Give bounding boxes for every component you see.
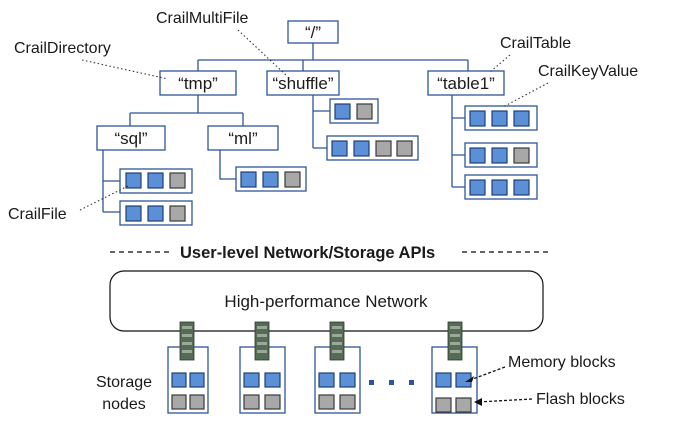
dir-node-table1: “table1” bbox=[427, 70, 505, 96]
keyvalue-container bbox=[464, 142, 538, 168]
dir-node-sql: “sql” bbox=[96, 125, 166, 151]
flash-block bbox=[513, 147, 530, 164]
memory-blocks-label: Memory blocks bbox=[508, 354, 616, 371]
memory-blocks-pointer bbox=[469, 366, 506, 381]
flash-block bbox=[375, 140, 392, 157]
flash-block bbox=[455, 397, 472, 413]
flash-blocks-label: Flash blocks bbox=[536, 391, 625, 408]
dir-node-shuffle: “shuffle” bbox=[266, 70, 340, 96]
network-box bbox=[109, 270, 544, 332]
flash-block bbox=[171, 394, 187, 410]
flash-block bbox=[169, 172, 186, 189]
memory-block bbox=[469, 179, 486, 196]
flash-block bbox=[169, 205, 186, 222]
crail-file-label: CrailFile bbox=[8, 206, 67, 223]
memory-block bbox=[240, 171, 257, 188]
tmp-branch-connector bbox=[129, 95, 244, 126]
crail-table-label: CrailTable bbox=[500, 35, 571, 52]
crail-directory-leader bbox=[81, 59, 169, 80]
ml-file-connector bbox=[219, 150, 236, 180]
root-label: “/” bbox=[305, 23, 321, 42]
crail-multifile-label: CrailMultiFile bbox=[156, 10, 249, 27]
server-chip-icon bbox=[447, 321, 463, 361]
dir-shuffle-label: “shuffle” bbox=[272, 74, 333, 93]
dir-node-tmp: “tmp” bbox=[159, 70, 237, 96]
storage-node bbox=[239, 346, 286, 414]
memory-block bbox=[353, 140, 370, 157]
memory-block bbox=[491, 110, 508, 127]
server-chip-icon bbox=[254, 321, 270, 361]
memory-block bbox=[171, 372, 187, 388]
crail-multifile-leader bbox=[237, 29, 288, 77]
memory-block bbox=[147, 205, 164, 222]
crail-directory-label: CrailDirectory bbox=[14, 40, 111, 57]
memory-arrow-icon bbox=[465, 376, 474, 382]
file-container bbox=[326, 135, 419, 161]
sql-files-connector bbox=[102, 150, 120, 213]
memory-block bbox=[469, 147, 486, 164]
flash-block bbox=[264, 394, 281, 410]
memory-block bbox=[435, 372, 452, 388]
memory-block bbox=[262, 171, 279, 188]
crail-table-leader bbox=[489, 54, 511, 73]
file-container bbox=[119, 200, 193, 226]
root-node: “/” bbox=[287, 20, 339, 44]
flash-arrow-icon bbox=[474, 398, 482, 406]
memory-block bbox=[125, 205, 142, 222]
root-branch-connector bbox=[197, 43, 469, 71]
crail-keyvalue-label: CrailKeyValue bbox=[538, 63, 638, 80]
memory-block bbox=[318, 372, 335, 388]
memory-block bbox=[513, 110, 530, 127]
memory-block bbox=[491, 147, 508, 164]
ellipsis-icon bbox=[369, 380, 414, 385]
memory-block bbox=[264, 372, 281, 388]
dir-table1-label: “table1” bbox=[437, 74, 495, 93]
flash-block bbox=[243, 394, 260, 410]
dir-tmp-label: “tmp” bbox=[178, 74, 218, 93]
tree-connectors bbox=[102, 43, 469, 213]
crail-file-leader bbox=[79, 185, 129, 211]
memory-block bbox=[125, 172, 142, 189]
flash-block bbox=[396, 140, 413, 157]
server-chip-icon bbox=[179, 321, 195, 361]
memory-block bbox=[469, 110, 486, 127]
keyvalue-container bbox=[464, 174, 538, 200]
flash-block bbox=[339, 394, 356, 410]
storage-nodes-label-line1: Storage bbox=[96, 374, 152, 391]
memory-block bbox=[147, 172, 164, 189]
flash-blocks-pointer bbox=[477, 398, 533, 403]
file-container bbox=[235, 166, 307, 192]
flash-block bbox=[284, 171, 301, 188]
file-container bbox=[119, 168, 193, 194]
flash-block bbox=[189, 394, 205, 410]
dir-ml-label: “ml” bbox=[228, 129, 258, 148]
crail-keyvalue-leader bbox=[502, 82, 549, 108]
network-label: High-performance Network bbox=[224, 292, 428, 311]
memory-block bbox=[243, 372, 260, 388]
flash-block bbox=[435, 397, 452, 413]
dir-node-ml: “ml” bbox=[207, 125, 279, 151]
file-container bbox=[329, 98, 379, 124]
table1-kv-connector bbox=[451, 95, 465, 188]
memory-block bbox=[491, 179, 508, 196]
memory-block bbox=[189, 372, 205, 388]
api-separator-label: User-level Network/Storage APIs bbox=[180, 244, 435, 262]
memory-block bbox=[334, 103, 351, 120]
keyvalue-container bbox=[464, 105, 538, 131]
storage-nodes-label-line2: nodes bbox=[102, 396, 146, 413]
memory-block bbox=[513, 179, 530, 196]
memory-block bbox=[339, 372, 356, 388]
dir-sql-label: “sql” bbox=[114, 129, 147, 148]
server-chip-icon bbox=[329, 321, 345, 361]
memory-block bbox=[331, 140, 348, 157]
shuffle-files-connector bbox=[312, 95, 330, 149]
flash-block bbox=[318, 394, 335, 410]
flash-block bbox=[356, 103, 373, 120]
